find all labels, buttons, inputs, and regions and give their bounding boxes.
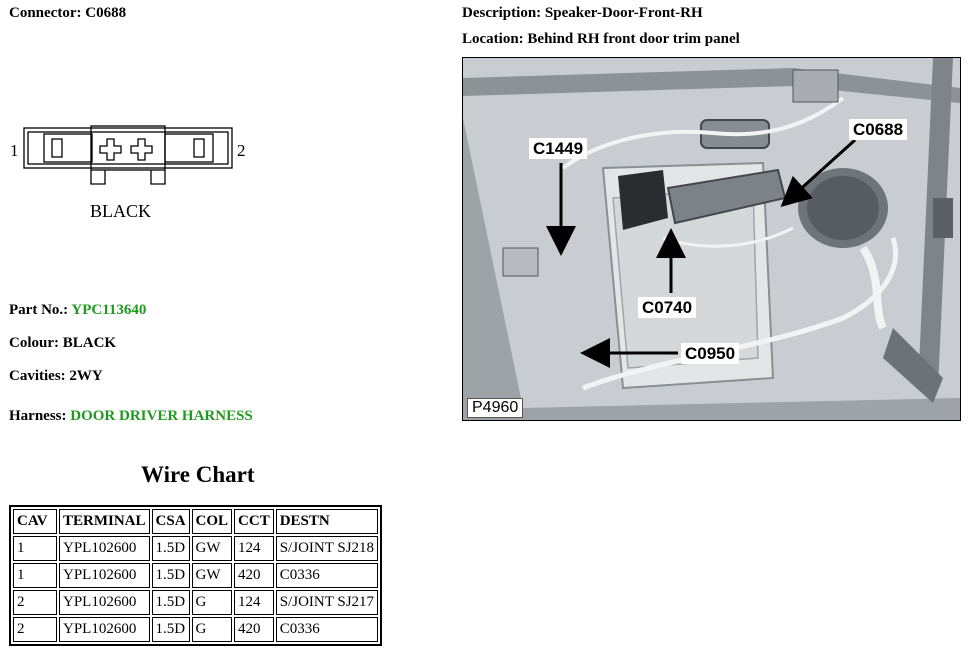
connector-value: C0688 <box>85 5 127 21</box>
cell-csa: 1.5D <box>151 536 190 561</box>
cell-col: G <box>191 617 233 642</box>
cell-destn: C0336 <box>275 617 379 642</box>
cell-cct: 420 <box>234 617 274 642</box>
colour-value: BLACK <box>62 335 117 351</box>
table-row: 1 YPL102600 1.5D GW 420 C0336 <box>13 563 379 588</box>
harness-link[interactable]: DOOR DRIVER HARNESS <box>70 408 253 424</box>
callout-c1449: C1449 <box>529 138 588 159</box>
cell-cav: 2 <box>13 590 57 615</box>
table-row: 2 YPL102600 1.5D G 124 S/JOINT SJ217 <box>13 590 379 615</box>
cell-terminal: YPL102600 <box>59 536 150 561</box>
location-photo: C1449 C0688 C0740 C0950 P4960 <box>462 57 961 421</box>
harness-key: Harness: <box>9 408 67 424</box>
cell-destn: S/JOINT SJ217 <box>275 590 379 615</box>
part-no-row: Part No.: YPC113640 <box>9 302 146 319</box>
colour-key: Colour: <box>9 335 59 351</box>
connector-label: Connector: C0688 <box>9 5 126 22</box>
callout-c0950: C0950 <box>681 343 740 364</box>
description-key: Description: <box>462 5 542 21</box>
harness-row: Harness: DOOR DRIVER HARNESS <box>9 408 253 425</box>
header-terminal: TERMINAL <box>59 509 150 534</box>
callout-c0740: C0740 <box>638 297 697 318</box>
cell-cav: 2 <box>13 617 57 642</box>
header-csa: CSA <box>151 509 190 534</box>
cell-col: GW <box>191 563 233 588</box>
cell-csa: 1.5D <box>151 617 190 642</box>
door-interior-illustration <box>463 58 960 420</box>
cell-cct: 420 <box>234 563 274 588</box>
table-row: 2 YPL102600 1.5D G 420 C0336 <box>13 617 379 642</box>
connector-color-label: BLACK <box>90 201 151 221</box>
header-cct: CCT <box>234 509 274 534</box>
description-label: Description: Speaker-Door-Front-RH <box>462 5 703 22</box>
connector-key: Connector: <box>9 5 82 21</box>
wire-chart-table: CAV TERMINAL CSA COL CCT DESTN 1 YPL1026… <box>9 505 383 646</box>
connector-face-diagram: 1 2 BLACK <box>10 125 246 221</box>
cell-terminal: YPL102600 <box>59 563 150 588</box>
cell-cav: 1 <box>13 563 57 588</box>
cell-col: G <box>191 590 233 615</box>
wire-chart-title: Wire Chart <box>141 462 255 487</box>
cavities-key: Cavities: <box>9 368 66 384</box>
cavities-row: Cavities: 2WY <box>9 368 103 385</box>
header-col: COL <box>191 509 233 534</box>
cell-col: GW <box>191 536 233 561</box>
cell-terminal: YPL102600 <box>59 617 150 642</box>
cell-destn: S/JOINT SJ218 <box>275 536 379 561</box>
header-cav: CAV <box>13 509 57 534</box>
cell-cav: 1 <box>13 536 57 561</box>
header-destn: DESTN <box>275 509 379 534</box>
colour-row: Colour: BLACK <box>9 335 116 352</box>
location-key: Location: <box>462 31 524 47</box>
table-header-row: CAV TERMINAL CSA COL CCT DESTN <box>13 509 379 534</box>
part-no-link[interactable]: YPC113640 <box>71 302 147 318</box>
pin-2-label: 2 <box>237 141 246 160</box>
cell-cct: 124 <box>234 590 274 615</box>
description-value: Speaker-Door-Front-RH <box>544 5 703 21</box>
cavities-value: 2WY <box>69 368 103 384</box>
cell-terminal: YPL102600 <box>59 590 150 615</box>
cell-csa: 1.5D <box>151 590 190 615</box>
cell-csa: 1.5D <box>151 563 190 588</box>
table-row: 1 YPL102600 1.5D GW 124 S/JOINT SJ218 <box>13 536 379 561</box>
callout-c0688: C0688 <box>849 119 908 140</box>
location-label: Location: Behind RH front door trim pane… <box>462 31 740 48</box>
cell-destn: C0336 <box>275 563 379 588</box>
pin-1-label: 1 <box>10 141 19 160</box>
cell-cct: 124 <box>234 536 274 561</box>
part-no-key: Part No.: <box>9 302 69 318</box>
photo-reference-number: P4960 <box>467 398 524 418</box>
location-value: Behind RH front door trim panel <box>527 31 740 47</box>
